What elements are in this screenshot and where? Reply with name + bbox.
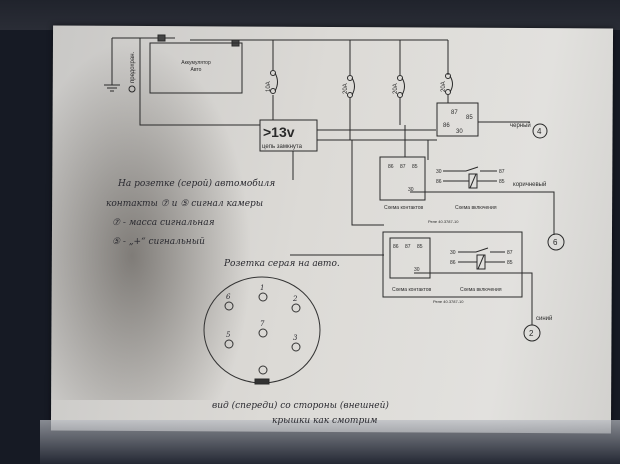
fuse-20a-2 (397, 75, 405, 98)
note-line-3: ⑦ - масса сигнальная (112, 218, 215, 228)
r2-pin-30: 30 (414, 267, 420, 273)
wire-color-blue: синий (536, 315, 552, 322)
footer-note-1: вид (спереди) со стороны (внешней) (212, 400, 389, 411)
voltage-caption: цепь замкнута (262, 144, 303, 150)
battery-terminal-neg (157, 34, 166, 42)
pin-85: 85 (466, 115, 473, 121)
r2-sw-87: 87 (507, 250, 513, 256)
voltage-value: >13v (263, 124, 295, 140)
socket-key (254, 378, 270, 385)
top-relay-box (436, 102, 479, 137)
r1-sw-87: 87 (499, 169, 505, 175)
r1-pin-85: 85 (412, 164, 418, 170)
r1-wiring-label: Схема включения (455, 205, 497, 211)
connector-4 (532, 123, 548, 139)
pin-87: 87 (451, 110, 458, 116)
r1-model: Реле 40.3787-10 (428, 219, 459, 224)
socket-pin-label-2: 2 (292, 295, 298, 303)
socket-pin-3 (291, 342, 301, 352)
brown-wire (410, 191, 555, 235)
r1-pin-87: 87 (400, 164, 406, 170)
wire-color-black: черный (510, 122, 531, 129)
connector-4-label: 4 (537, 127, 542, 136)
socket-pin-label-5: 5 (226, 331, 231, 339)
socket-pin-2 (291, 303, 301, 313)
socket-pin-7 (258, 328, 268, 338)
r1-contacts-label: Схема контактов (384, 205, 424, 211)
r1-pin-30: 30 (408, 187, 414, 193)
r2-pin-87: 87 (405, 244, 411, 250)
relay-1-contacts (379, 156, 426, 201)
fuse-label-20a-3: 20A (441, 81, 447, 92)
wire-color-brown: коричневый (513, 181, 546, 188)
note-line-4: ⑤ - „+“ сигнальный (112, 236, 205, 247)
socket-pin-5 (224, 339, 234, 349)
battery-label-2: Авто (191, 67, 202, 73)
plastic-sleeve (40, 420, 620, 464)
side-label: предохран. (130, 51, 136, 83)
fuse-label-10a: 10A (266, 81, 272, 92)
r1-pin-86: 86 (388, 164, 394, 170)
note-line-2: контакты ⑦ и ⑤ сигнал камеры (106, 199, 263, 209)
relay-2-switch-diagram (458, 247, 505, 270)
r1-sw-86: 86 (436, 179, 442, 185)
connector-6 (547, 233, 565, 251)
connector-6-label: 6 (553, 238, 558, 247)
fuse-10a (270, 70, 278, 94)
top-bus-wire (112, 37, 448, 126)
folder-top-edge (0, 0, 620, 30)
blue-wire (414, 272, 533, 325)
socket-pin-label-6: 6 (226, 293, 231, 301)
fuse-label-20a-1: 20A (343, 83, 349, 94)
connector-2 (523, 324, 541, 342)
socket-pin-6 (224, 301, 234, 311)
ground-wire (104, 38, 120, 92)
socket-pin-bottom (258, 365, 268, 375)
r1-sw-85: 85 (499, 179, 505, 185)
r2-pin-86: 86 (393, 244, 399, 250)
pin-86: 86 (443, 123, 450, 129)
control-wires (290, 125, 437, 256)
socket-pins (224, 292, 301, 375)
fuse-20a-1 (347, 75, 355, 98)
voltage-sensor-box (259, 119, 318, 152)
battery-label-1: Аккумулятор (181, 60, 211, 66)
socket-pin-label-1: 1 (260, 284, 264, 292)
battery-box (149, 42, 243, 94)
fuse-wires (272, 40, 449, 140)
relay-2-contacts (389, 237, 431, 279)
r2-pin-85: 85 (417, 244, 423, 250)
fuse-label-20a-2: 20A (393, 83, 399, 94)
lamp-icon (128, 85, 136, 93)
connector-2-label: 2 (529, 329, 534, 338)
socket-title: Розетка серая на авто. (223, 259, 340, 269)
r1-sw-30: 30 (436, 169, 442, 175)
socket-pin-1 (258, 292, 268, 302)
r2-wiring-label: Схема включения (460, 287, 502, 293)
r2-sw-30: 30 (450, 250, 456, 256)
r2-sw-86: 86 (450, 260, 456, 266)
footer-note-2: крышки как смотрим (272, 416, 377, 426)
r2-sw-85: 85 (507, 260, 513, 266)
relay-1-switch-diagram (443, 166, 497, 189)
socket-pin-label-3: 3 (293, 334, 298, 342)
r2-contacts-label: Схема контактов (392, 287, 432, 293)
relay-2-outer (382, 231, 523, 298)
fuse-20a-3 (445, 73, 453, 95)
note-line-1: На розетке (серой) автомобиля (117, 178, 275, 189)
pin-30: 30 (456, 129, 463, 135)
r2-model: Реле 40.3787-10 (433, 299, 464, 304)
socket-pin-label-7: 7 (260, 320, 265, 328)
